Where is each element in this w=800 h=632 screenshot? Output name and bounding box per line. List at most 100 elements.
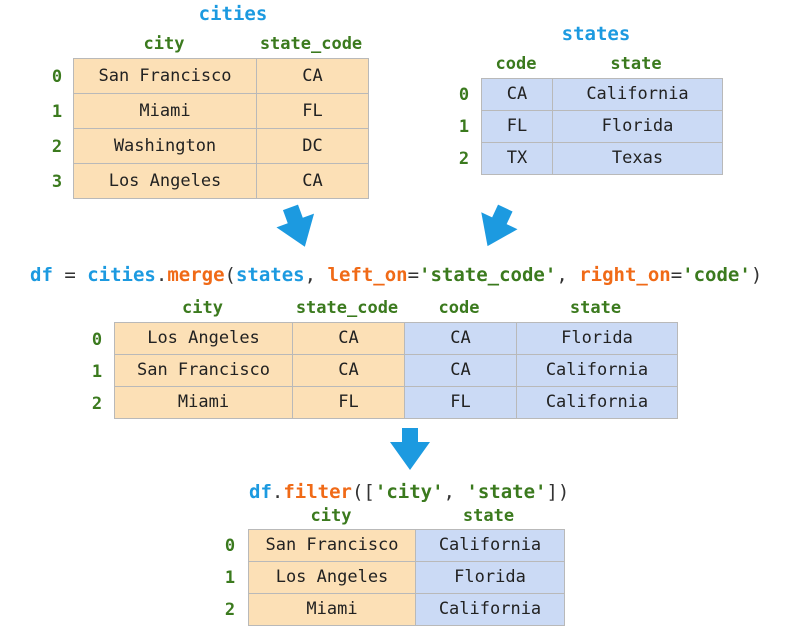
cities-index-label: 2 [51, 137, 63, 157]
table-cell: CA [404, 322, 517, 355]
filtered-column-header-state: state [462, 506, 515, 526]
merge-code-line: df = cities.merge(states, left_on='state… [30, 264, 762, 286]
table-cell: San Francisco [73, 58, 257, 94]
table-cell: FL [404, 386, 517, 419]
code-variable: cities [87, 264, 156, 286]
table-row: CA California [481, 78, 723, 111]
arrow-down-icon [481, 204, 518, 247]
table-row: San Francisco California [248, 529, 565, 562]
table-row: Los Angeles Florida [248, 561, 565, 594]
code-string: 'state' [466, 481, 547, 503]
table-cell: Miami [73, 93, 257, 129]
arrow-down-icon [276, 204, 315, 247]
code-operator: = [52, 264, 88, 286]
cities-index-label: 3 [51, 172, 63, 192]
table-cell: California [415, 593, 565, 626]
table-cell: San Francisco [248, 529, 416, 562]
code-operator: = [670, 264, 683, 286]
states-table-title: states [561, 23, 631, 45]
states-index-label: 2 [458, 149, 470, 169]
states-column-header-code: code [495, 54, 537, 74]
filter-code-line: df.filter(['city', 'state']) [249, 481, 569, 503]
table-cell: FL [256, 93, 369, 129]
code-punct: , [304, 264, 328, 286]
table-cell: CA [404, 354, 517, 387]
merged-index-label: 1 [91, 362, 103, 382]
table-row: San Francisco CA [73, 58, 369, 94]
code-punct: , [443, 481, 467, 503]
table-row: Miami FL FL California [114, 386, 678, 419]
table-cell: California [516, 386, 678, 419]
table-cell: CA [256, 58, 369, 94]
filtered-column-header-city: city [310, 506, 352, 526]
merged-table: Los Angeles CA CA Florida San Francisco … [114, 322, 678, 419]
table-cell: Florida [552, 110, 723, 143]
table-cell: FL [481, 110, 553, 143]
code-variable: df [30, 264, 53, 286]
cities-index-label: 0 [51, 67, 63, 87]
table-cell: Miami [248, 593, 416, 626]
code-punct: ([ [351, 481, 375, 503]
table-cell: TX [481, 142, 553, 175]
table-cell: FL [292, 386, 405, 419]
merged-column-header-code: code [438, 298, 480, 318]
table-cell: Washington [73, 128, 257, 164]
merged-index-label: 2 [91, 394, 103, 414]
code-string: 'code' [682, 264, 751, 286]
cities-index-label: 1 [51, 102, 63, 122]
table-cell: Texas [552, 142, 723, 175]
table-row: FL Florida [481, 110, 723, 143]
table-cell: California [552, 78, 723, 111]
cities-table: San Francisco CA Miami FL Washington DC … [73, 58, 369, 199]
table-row: San Francisco CA CA California [114, 354, 678, 387]
code-keyword-arg: left_on [327, 264, 408, 286]
table-row: TX Texas [481, 142, 723, 175]
table-cell: Los Angeles [73, 163, 257, 199]
code-punct: ) [750, 264, 763, 286]
table-cell: Miami [114, 386, 293, 419]
table-row: Los Angeles CA CA Florida [114, 322, 678, 355]
code-string: 'city' [374, 481, 444, 503]
code-variable: states [235, 264, 305, 286]
table-row: Los Angeles CA [73, 163, 369, 199]
table-row: Miami FL [73, 93, 369, 129]
states-index-label: 1 [458, 117, 470, 137]
code-punct: . [155, 264, 168, 286]
table-cell: Los Angeles [114, 322, 293, 355]
code-punct: . [271, 481, 284, 503]
code-variable: df [249, 481, 272, 503]
merged-column-header-state-code: state_code [295, 298, 399, 318]
filtered-index-label: 1 [224, 568, 236, 588]
code-operator: = [407, 264, 420, 286]
code-punct: , [556, 264, 580, 286]
table-cell: San Francisco [114, 354, 293, 387]
table-cell: Florida [415, 561, 565, 594]
table-cell: DC [256, 128, 369, 164]
code-method: merge [167, 264, 225, 286]
table-cell: CA [292, 322, 405, 355]
table-cell: CA [481, 78, 553, 111]
code-method: filter [283, 481, 352, 503]
table-cell: CA [256, 163, 369, 199]
states-table: CA California FL Florida TX Texas [481, 78, 723, 175]
code-keyword-arg: right_on [579, 264, 671, 286]
table-cell: California [516, 354, 678, 387]
merged-index-label: 0 [91, 330, 103, 350]
arrow-down-icon [390, 428, 430, 470]
cities-table-title: cities [198, 3, 268, 25]
states-index-label: 0 [458, 85, 470, 105]
states-column-header-state: state [610, 54, 662, 74]
filtered-table: San Francisco California Los Angeles Flo… [248, 529, 565, 626]
cities-column-header-city: city [143, 34, 185, 54]
table-cell: California [415, 529, 565, 562]
table-cell: Los Angeles [248, 561, 416, 594]
cities-column-header-state-code: state_code [259, 34, 363, 54]
table-row: Washington DC [73, 128, 369, 164]
filtered-index-label: 0 [224, 536, 236, 556]
table-row: Miami California [248, 593, 565, 626]
filtered-index-label: 2 [224, 600, 236, 620]
code-punct: ( [224, 264, 236, 286]
merged-column-header-city: city [182, 298, 223, 318]
table-cell: CA [292, 354, 405, 387]
code-punct: ]) [546, 481, 570, 503]
